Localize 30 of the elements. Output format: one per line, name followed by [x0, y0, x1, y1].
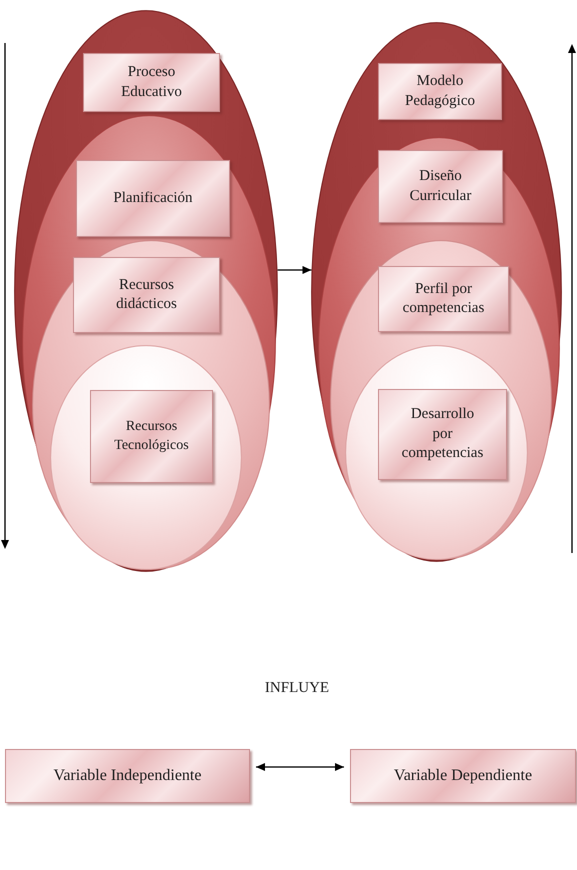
concept-box	[378, 266, 509, 332]
concept-label: Desarrollo por competencias	[400, 405, 484, 464]
outer-ellipse	[14, 10, 278, 572]
outer-ellipse	[311, 22, 562, 562]
concept-box	[76, 160, 230, 237]
concept-box	[378, 63, 502, 120]
arrow	[278, 266, 312, 274]
concept-label: Variable Independiente	[54, 766, 202, 786]
variable-box	[350, 749, 576, 803]
concept-label: Variable Dependiente	[394, 766, 532, 786]
concept-box	[90, 390, 213, 483]
concept-label: Modelo Pedagógico	[404, 72, 476, 110]
concept-label: Recursos Tecnológicos	[113, 418, 190, 454]
variable-box	[5, 749, 250, 803]
concept-box	[83, 53, 220, 112]
concept-label: Recursos didácticos	[115, 276, 178, 314]
concept-label: Diseño Curricular	[408, 167, 472, 206]
arrow	[256, 763, 344, 771]
nested-ellipse	[345, 345, 528, 560]
nested-ellipse	[32, 240, 270, 570]
nested-ellipse	[318, 137, 560, 560]
concept-box	[378, 150, 503, 223]
nested-ellipse	[22, 115, 276, 570]
concept-label: Perfil por competencias	[402, 280, 486, 318]
concept-box	[378, 389, 507, 480]
nested-ellipse	[330, 240, 552, 560]
concept-label: Planificación	[113, 188, 193, 208]
concept-box	[73, 257, 220, 333]
concept-label: Proceso Educativo	[120, 63, 183, 102]
nested-ellipse	[50, 345, 242, 570]
